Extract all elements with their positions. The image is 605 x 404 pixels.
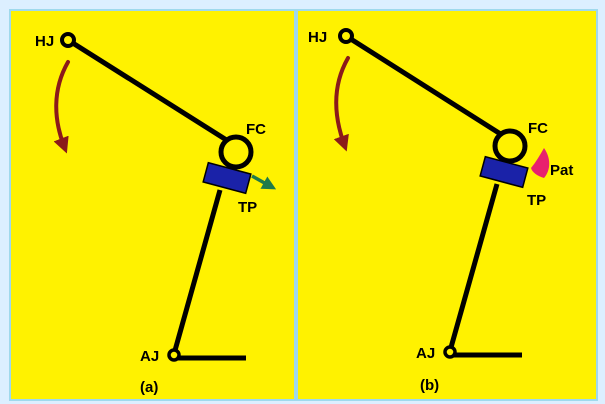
- curved-arrow-down-icon: [53, 60, 70, 154]
- panel-b-background: [296, 9, 598, 401]
- tibia-link: [171, 189, 223, 355]
- label-hip-joint: HJ: [35, 33, 54, 50]
- panel-a-background: [9, 9, 296, 401]
- hip-joint-circle: [338, 28, 354, 44]
- label-tibial-plateau: TP: [527, 192, 546, 209]
- arrow-right-icon: [251, 174, 277, 190]
- label-ankle-joint: AJ: [140, 348, 159, 365]
- panel-caption: (b): [420, 377, 439, 394]
- panel-a: HJ FC TP AJ (a): [9, 9, 296, 401]
- femur-link: [344, 33, 512, 143]
- ankle-joint-circle: [443, 345, 457, 359]
- tibial-plateau-block: [202, 161, 252, 195]
- hip-joint-circle: [60, 32, 76, 48]
- femur-link: [66, 37, 238, 149]
- tibial-plateau-block: [479, 155, 529, 189]
- panel-b: HJ FC Pat TP AJ (b): [296, 9, 598, 401]
- panel-caption: (a): [140, 379, 158, 396]
- patella-shape: [531, 148, 550, 178]
- label-ankle-joint: AJ: [416, 345, 435, 362]
- label-tibial-plateau: TP: [238, 199, 257, 216]
- label-patella: Pat: [550, 162, 573, 179]
- curved-arrow-down-icon: [333, 56, 350, 152]
- femoral-condyle-circle: [492, 128, 528, 164]
- femoral-condyle-circle: [218, 134, 254, 170]
- label-femoral-condyle: FC: [528, 120, 548, 137]
- label-femoral-condyle: FC: [246, 121, 266, 138]
- tibia-link: [447, 183, 500, 352]
- ankle-joint-circle: [167, 348, 181, 362]
- label-hip-joint: HJ: [308, 29, 327, 46]
